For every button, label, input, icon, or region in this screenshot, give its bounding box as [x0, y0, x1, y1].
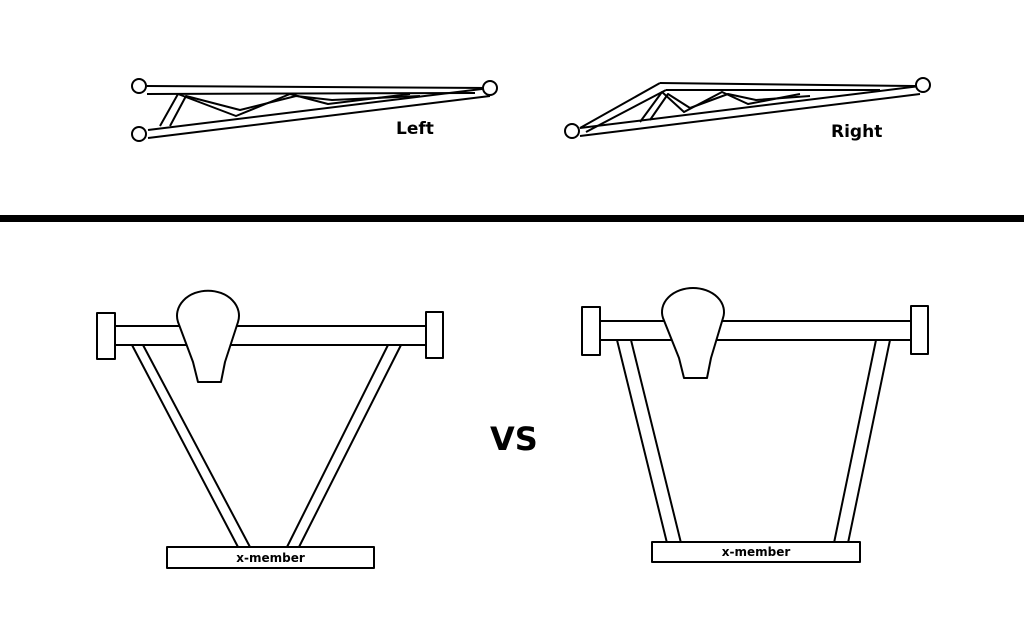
left-truss-bottom-rail-b — [147, 95, 491, 139]
right-x-member — [651, 541, 861, 563]
right-axle-hub-left — [581, 306, 601, 356]
left-truss-bottom-rail-a — [147, 87, 491, 131]
left-truss-joint-top — [131, 78, 147, 94]
left-axle-link-right — [286, 344, 402, 548]
right-axle-tube — [599, 320, 912, 341]
right-truss-bottom-rail-a — [579, 85, 921, 129]
left-truss-joint-bottom — [131, 126, 147, 142]
left-truss-joint-end — [482, 80, 498, 96]
right-truss-web-b — [649, 93, 811, 121]
right-truss-top-rail-a — [659, 82, 916, 87]
divider-line — [0, 215, 1024, 222]
right-truss-bottom-rail-b — [579, 93, 921, 137]
right-differential — [661, 287, 725, 379]
left-axle-assembly — [96, 289, 444, 569]
right-axle-link-right — [833, 339, 891, 544]
left-truss-top-rail-b — [146, 92, 476, 95]
right-truss-front-rail-a — [579, 82, 661, 129]
right-axle-link-left — [616, 339, 682, 544]
label-x-member-left: x-member — [236, 551, 305, 565]
left-axle-hub-left — [96, 312, 116, 360]
left-axle-link-left — [131, 344, 251, 548]
left-truss — [131, 78, 498, 142]
left-truss-top-rail-a — [146, 85, 491, 89]
right-axle-hub-right — [910, 305, 929, 355]
left-axle-tube — [114, 325, 427, 346]
right-truss-web-a — [639, 91, 801, 123]
left-x-member — [166, 546, 375, 569]
label-right: Right — [831, 122, 882, 142]
label-x-member-right: x-member — [722, 545, 791, 559]
label-vs: VS — [490, 420, 538, 458]
right-truss-joint-front — [564, 123, 580, 139]
right-truss-joint-end — [915, 77, 931, 93]
left-differential — [176, 289, 240, 383]
left-axle-hub-right — [425, 311, 444, 359]
right-axle-assembly — [581, 287, 929, 563]
label-left: Left — [396, 119, 434, 139]
left-truss-web-b — [169, 95, 421, 127]
right-truss — [564, 77, 931, 139]
